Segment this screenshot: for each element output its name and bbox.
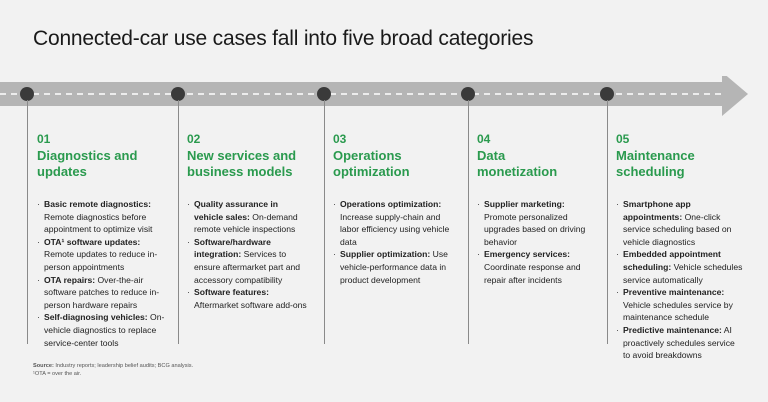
timeline-node-1 <box>20 87 34 101</box>
column-items: Supplier marketing: Promote personalized… <box>477 198 597 286</box>
column-title: Maintenance scheduling <box>616 148 695 179</box>
column-maintenance: 05 Maintenance scheduling Smartphone app… <box>616 132 744 362</box>
timeline-node-4 <box>461 87 475 101</box>
timeline-node-5 <box>600 87 614 101</box>
column-operations: 03 Operations optimization Operations op… <box>333 132 455 286</box>
list-item: Emergency services: Coordinate response … <box>477 248 597 286</box>
divider-4 <box>468 100 469 344</box>
column-title: Data monetization <box>477 148 558 179</box>
list-item: Predictive maintenance: AI proactively s… <box>616 324 744 362</box>
source-note: Source: Industry reports; leadership bel… <box>33 363 194 377</box>
column-items: Smartphone app appointments: One-click s… <box>616 198 744 362</box>
divider-3 <box>324 100 325 344</box>
column-diagnostics: 01 Diagnostics and updates Basic remote … <box>37 132 167 349</box>
column-number: 01 <box>37 132 51 146</box>
column-title: New services and business models <box>187 148 297 179</box>
list-item: Supplier optimization: Use vehicle-perfo… <box>333 248 455 286</box>
column-number: 04 <box>477 132 491 146</box>
list-item: Self-diagnosing vehicles: On-vehicle dia… <box>37 311 167 349</box>
column-number: 03 <box>333 132 347 146</box>
list-item: OTA repairs: Over-the-air software patch… <box>37 274 167 312</box>
timeline-node-2 <box>171 87 185 101</box>
column-title: Diagnostics and updates <box>37 148 138 179</box>
list-item: Basic remote diagnostics: Remote diagnos… <box>37 198 167 236</box>
column-title: Operations optimization <box>333 148 410 179</box>
list-item: Operations optimization: Increase supply… <box>333 198 455 248</box>
timeline-arrow <box>0 76 768 116</box>
column-items: Operations optimization: Increase supply… <box>333 198 455 286</box>
divider-1 <box>27 100 28 344</box>
column-number: 02 <box>187 132 201 146</box>
column-new-services: 02 New services and business models Qual… <box>187 132 309 311</box>
list-item: Supplier marketing: Promote personalized… <box>477 198 597 248</box>
column-items: Quality assurance in vehicle sales: On-d… <box>187 198 309 311</box>
divider-5 <box>607 100 608 344</box>
list-item: Software/hardware integration: Services … <box>187 236 309 286</box>
timeline-node-3 <box>317 87 331 101</box>
list-item: Software features: Aftermarket software … <box>187 286 309 311</box>
list-item: Preventive maintenance: Vehicle schedule… <box>616 286 744 324</box>
page-title: Connected-car use cases fall into five b… <box>33 27 534 50</box>
list-item: Embedded appointment scheduling: Vehicle… <box>616 248 744 286</box>
divider-2 <box>178 100 179 344</box>
column-number: 05 <box>616 132 630 146</box>
footnote: ¹OTA = over the air. <box>33 371 82 377</box>
column-items: Basic remote diagnostics: Remote diagnos… <box>37 198 167 349</box>
column-data-monetization: 04 Data monetization Supplier marketing:… <box>477 132 597 286</box>
list-item: Smartphone app appointments: One-click s… <box>616 198 744 248</box>
list-item: OTA¹ software updates: Remote updates to… <box>37 236 167 274</box>
list-item: Quality assurance in vehicle sales: On-d… <box>187 198 309 236</box>
arrow-band <box>0 76 748 116</box>
